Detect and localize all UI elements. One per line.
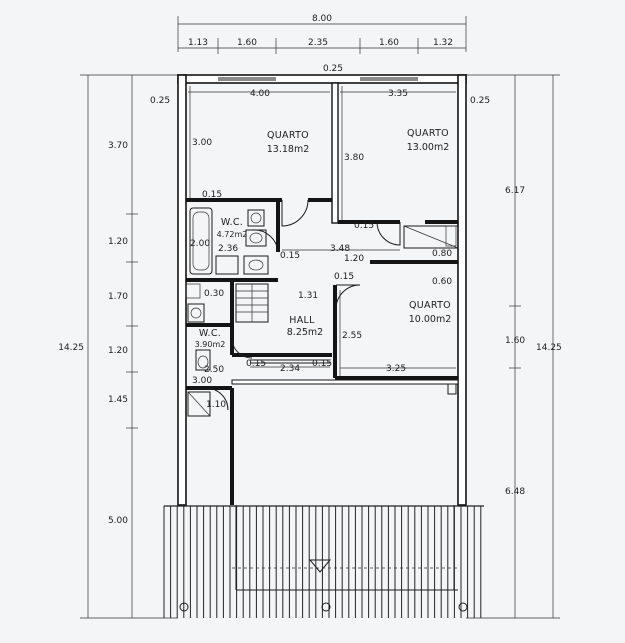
dim-right-seg-3: 6.48 (505, 487, 525, 497)
inner-t015f: 0.15 (312, 359, 332, 369)
dim-left-seg-4: 1.20 (108, 346, 128, 356)
inner-s080: 0.80 (432, 249, 452, 259)
quarto3-name: QUARTO (409, 300, 451, 311)
stairs (185, 283, 269, 323)
dim-left-seg-1: 3.70 (108, 141, 128, 151)
wc2-area: 3.90m2 (195, 340, 226, 349)
inner-t015b: 0.15 (354, 221, 374, 231)
dim-left-seg-6: 5.00 (108, 516, 128, 526)
quarto1-name: QUARTO (267, 130, 309, 141)
deck-slats (163, 505, 484, 618)
entrance-arrow-icon (308, 559, 332, 573)
quarto1-area: 13.18m2 (267, 144, 310, 155)
dim-top-seg-3: 2.35 (308, 38, 328, 48)
inner-w325: 3.25 (386, 364, 406, 374)
deck-circles (179, 602, 468, 612)
left-dimensions: 14.25 3.70 1.20 1.70 1.20 1.45 5.00 (58, 74, 178, 619)
dim-right-total: 14.25 (536, 343, 562, 353)
wc1-sink (247, 209, 265, 227)
inner-t015e: 0.15 (246, 359, 266, 369)
inner-w250: 2.50 (204, 365, 224, 375)
inner-w234: 2.34 (280, 364, 300, 374)
inner-w030: 0.30 (204, 289, 224, 299)
inner-h110: 1.10 (206, 400, 226, 410)
fixtures (187, 207, 459, 417)
wc2-sink (187, 303, 205, 323)
wc1-area: 4.72m2 (217, 230, 248, 239)
quarto2-area: 13.00m2 (407, 142, 450, 153)
inner-w400: 4.00 (250, 89, 270, 99)
inner-h300b: 3.00 (192, 376, 212, 386)
wc2-toilet (195, 349, 211, 371)
inner-wc200: 2.00 (190, 239, 210, 249)
inner-right-025: 0.25 (470, 96, 490, 106)
inner-s060: 0.60 (432, 277, 452, 287)
bathtub (189, 207, 213, 275)
walls (177, 74, 467, 591)
inner-t015d: 0.15 (334, 272, 354, 282)
shower (187, 391, 211, 417)
dim-top-seg-4: 1.60 (379, 38, 399, 48)
closet (403, 225, 459, 249)
inner-t015c: 0.15 (280, 251, 300, 261)
dim-top-seg-1: 1.13 (188, 38, 208, 48)
dim-top-seg-2: 1.60 (237, 38, 257, 48)
wc2-name: W.C. (199, 328, 221, 339)
inner-h300a: 3.00 (192, 138, 212, 148)
dim-left-seg-2: 1.20 (108, 237, 128, 247)
right-dimensions: 14.25 6.17 1.60 6.48 (466, 74, 562, 619)
inner-w335: 3.35 (388, 89, 408, 99)
inner-h120: 1.20 (344, 254, 364, 264)
dim-right-seg-2: 1.60 (505, 336, 525, 346)
inner-wc236: 2.36 (218, 244, 238, 254)
inner-w131: 1.31 (298, 291, 318, 301)
wc1-bidet (215, 255, 239, 275)
dim-left-seg-5: 1.45 (108, 395, 128, 405)
inner-top-025: 0.25 (323, 64, 343, 74)
wc1-toilet (245, 229, 267, 247)
quarto2-name: QUARTO (407, 128, 449, 139)
windows (218, 77, 418, 364)
room-labels: QUARTO 13.18m2 QUARTO 13.00m2 QUARTO 10.… (195, 128, 452, 349)
hall-area: 8.25m2 (287, 327, 323, 338)
top-dimensions: 8.00 1.13 1.60 2.35 1.60 1.32 (177, 14, 467, 54)
wc1-basin (243, 255, 269, 275)
inner-h255: 2.55 (342, 331, 362, 341)
inner-w348: 3.48 (330, 244, 350, 254)
quarto3-area: 10.00m2 (409, 314, 452, 325)
dim-left-seg-3: 1.70 (108, 292, 128, 302)
wc1-name: W.C. (221, 217, 243, 228)
dim-right-seg-1: 6.17 (505, 186, 525, 196)
inner-t015a: 0.15 (202, 190, 222, 200)
inner-h380: 3.80 (344, 153, 364, 163)
inner-left-025: 0.25 (150, 96, 170, 106)
hall-name: HALL (289, 315, 315, 326)
dim-left-total: 14.25 (58, 343, 84, 353)
dim-top-seg-5: 1.32 (433, 38, 453, 48)
inner-dimensions: 0.25 0.25 0.25 4.00 3.35 3.00 3.80 0.15 … (150, 64, 490, 410)
dim-top-total: 8.00 (312, 14, 332, 24)
